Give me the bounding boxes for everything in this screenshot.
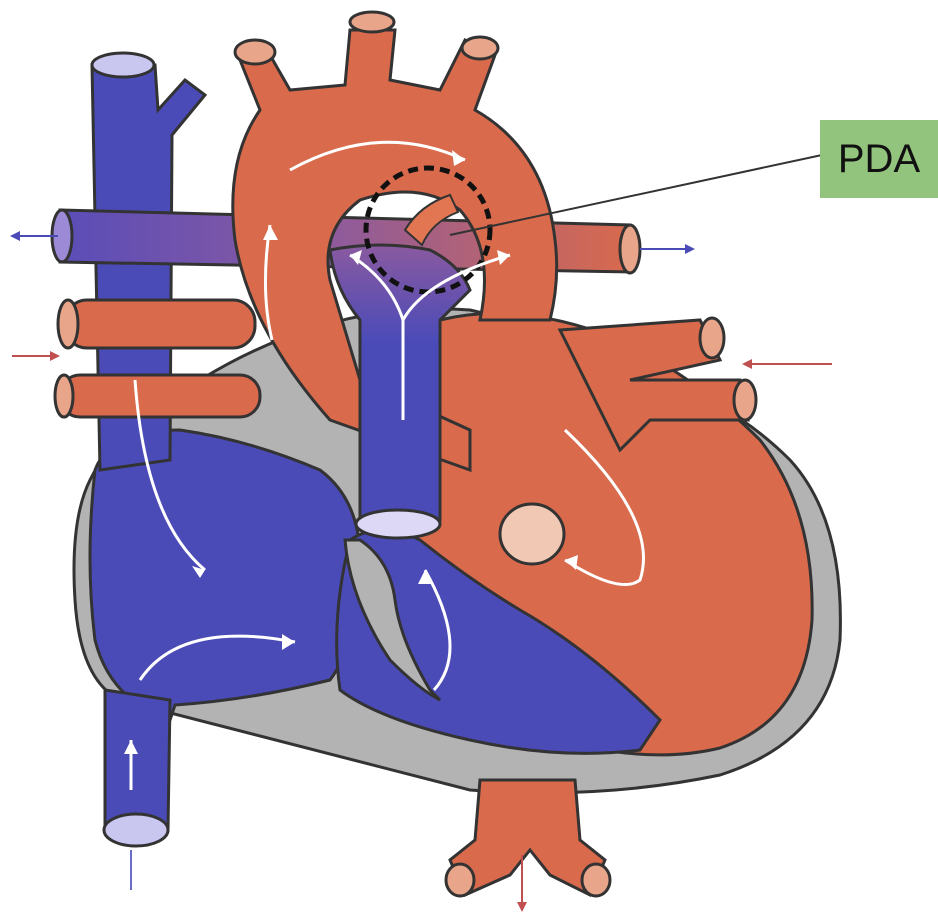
pulmonary-artery-opening-right	[620, 225, 640, 273]
pulmonary-vein-opening	[734, 380, 756, 420]
pulmonary-valve	[356, 510, 440, 538]
pulmonary-vein-opening	[58, 300, 78, 348]
right-atrium	[90, 430, 360, 720]
pda-label: PDA	[820, 120, 938, 198]
inferior-vena-cava	[105, 690, 170, 830]
pulmonary-vein-opening	[55, 375, 73, 417]
aorta-branch-opening	[582, 864, 610, 896]
aortic-valve	[500, 504, 564, 564]
arch-vessel-opening	[462, 37, 498, 59]
arch-vessel-opening	[235, 40, 275, 64]
pulmonary-vein-opening	[700, 318, 724, 358]
pulmonary-vein-left-lower	[60, 375, 260, 417]
pulmonary-vein-left-upper	[65, 300, 255, 348]
ivc-opening	[104, 814, 168, 846]
arch-vessel-opening	[350, 12, 394, 32]
svc-opening	[92, 53, 154, 77]
aorta-branch-opening	[446, 864, 474, 896]
